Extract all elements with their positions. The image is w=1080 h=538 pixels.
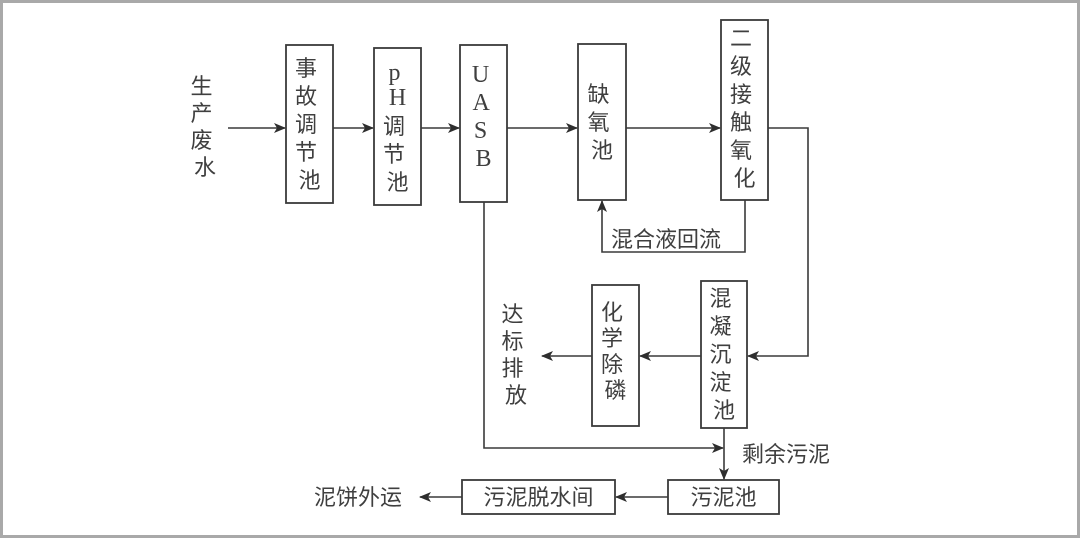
excess-sludge-label: 剩余污泥 (742, 443, 830, 468)
dewatering-label: 污泥脱水间 (483, 486, 593, 511)
node-uasb: U A S B (459, 44, 508, 203)
node-anoxic-tank: 缺 氧 池 (577, 43, 627, 201)
discharge-label: 达 标 排 放 (501, 303, 530, 409)
node-coagulation-sedimentation: 混 凝 沉 淀 池 (700, 280, 748, 429)
uasb-label: U A S B (472, 62, 495, 172)
contact-oxidation-label: 二 级 接 触 氧 化 (730, 27, 759, 192)
arrow-uasb-excess-sludge (483, 202, 724, 453)
input-wastewater-label: 生 产 废 水 (190, 75, 219, 181)
anoxic-tank-label: 缺 氧 池 (587, 83, 616, 164)
cake-out-label: 泥饼外运 (314, 486, 402, 511)
node-contact-oxidation: 二 级 接 触 氧 化 (720, 19, 769, 201)
arrow-recycle-to-anoxic (597, 200, 746, 253)
node-dewatering: 污泥脱水间 (461, 479, 616, 515)
node-accident-tank: 事 故 调 节 池 (285, 44, 334, 204)
chemical-p-removal-label: 化 学 除 磷 (601, 301, 630, 404)
arrow-oxidation-to-coagulation (747, 127, 809, 361)
ph-tank-label-latin: p H (389, 60, 407, 111)
coagulation-sedimentation-label: 混 凝 沉 淀 池 (709, 287, 738, 424)
sludge-tank-label: 污泥池 (690, 486, 756, 511)
connectors (228, 123, 809, 502)
recycle-label: 混合液回流 (611, 228, 721, 253)
node-ph-tank: p H 调 节 池 (373, 47, 422, 206)
node-chemical-p-removal: 化 学 除 磷 (591, 284, 640, 427)
node-sludge-tank: 污泥池 (667, 479, 780, 515)
accident-tank-label: 事 故 调 节 池 (295, 57, 324, 194)
ph-tank-label: 调 节 池 (383, 115, 412, 196)
